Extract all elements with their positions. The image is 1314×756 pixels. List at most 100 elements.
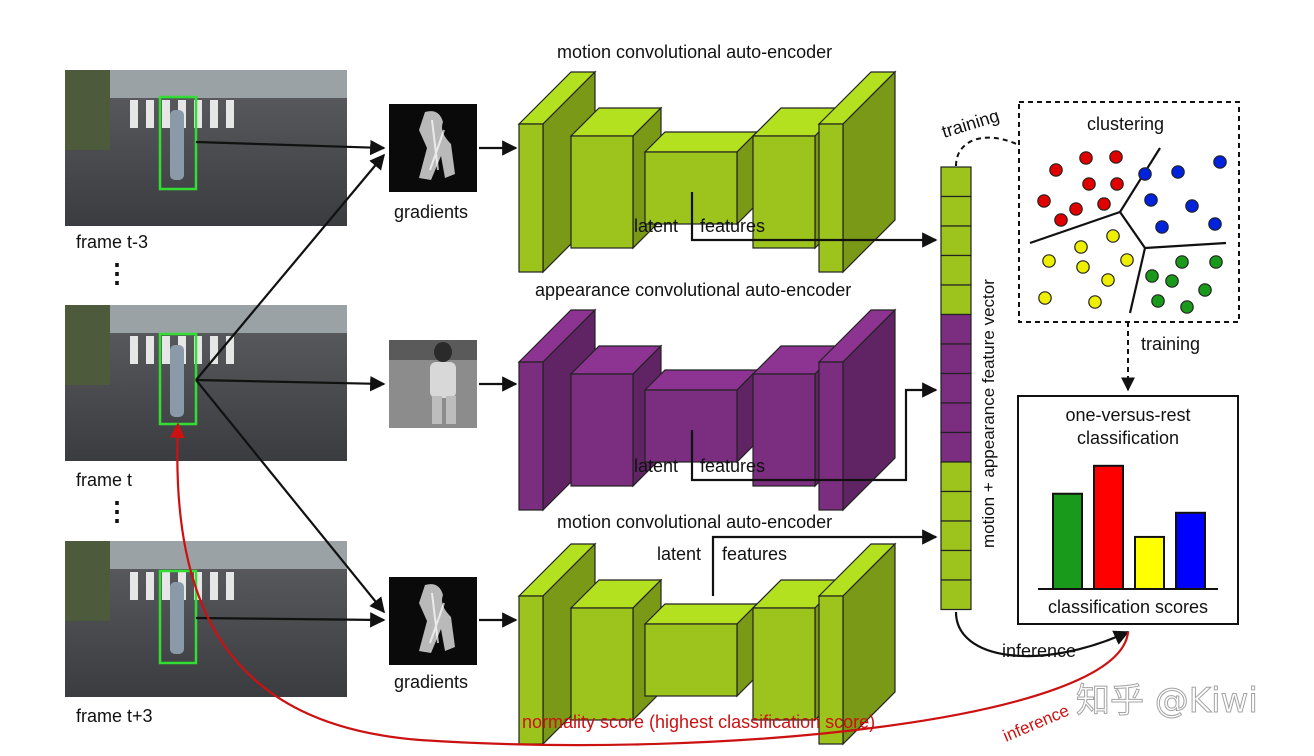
classification-bars [1052, 464, 1206, 590]
cluster-point [1175, 255, 1189, 269]
feature-cell [940, 549, 972, 581]
cluster-point [1101, 273, 1115, 287]
score-bar [1093, 464, 1124, 590]
motion-autoencoder-bottom [517, 542, 897, 746]
encoder-block-3 [643, 602, 759, 698]
classification-scores-label: classification scores [1048, 597, 1208, 617]
score-bar [1175, 511, 1206, 590]
gradient-patch-top [389, 104, 477, 192]
feature-cell [940, 520, 972, 552]
cluster-point [1049, 163, 1063, 177]
feature-cell [940, 372, 972, 404]
motion-encoder-title-top: motion convolutional auto-encoder [557, 42, 832, 62]
cluster-point [1088, 295, 1102, 309]
latent-label-mid: latent [634, 456, 678, 476]
inference-label: inference [1002, 641, 1076, 661]
gradients-label-bottom: gradients [394, 672, 468, 692]
cluster-point [1042, 254, 1056, 268]
clustering-title: clustering [1087, 114, 1164, 134]
cluster-point [1144, 193, 1158, 207]
cluster-point [1155, 220, 1169, 234]
feature-cell [940, 313, 972, 345]
cluster-point [1038, 291, 1052, 305]
appearance-patch [389, 340, 477, 428]
frame-label-t-minus-3: frame t-3 [76, 232, 148, 252]
feature-cell [940, 284, 972, 316]
cluster-point [1185, 199, 1199, 213]
appearance-encoder-title: appearance convolutional auto-encoder [535, 280, 851, 300]
feature-cell [940, 166, 972, 198]
encoder-block-3 [643, 130, 759, 226]
score-bar [1052, 492, 1083, 590]
latent-feature-arrows [690, 192, 938, 596]
encoder-block-3 [643, 368, 759, 464]
classification-title-line1: one-versus-rest [1065, 405, 1190, 425]
encoder-block-5 [817, 542, 897, 746]
cluster-point [1069, 202, 1083, 216]
features-label-mid: features [700, 456, 765, 476]
frame-t [65, 305, 347, 461]
cluster-point [1074, 240, 1088, 254]
cluster-point [1213, 155, 1227, 169]
features-label-top: features [700, 216, 765, 236]
feature-cell [940, 490, 972, 522]
inference-arrow [954, 611, 1130, 658]
encoder-block-5 [817, 70, 897, 274]
ellipsis-dots-lower: ⋮ [104, 496, 130, 526]
normality-score-arrow [169, 422, 1130, 747]
cluster-point [1037, 194, 1051, 208]
feature-cell [940, 195, 972, 227]
cluster-point [1171, 165, 1185, 179]
cluster-point [1165, 274, 1179, 288]
inference-red-label: inference [1000, 701, 1072, 746]
cluster-point [1054, 213, 1068, 227]
patch-to-encoder-arrows [479, 140, 518, 628]
score-bar [1134, 535, 1165, 590]
feature-vector-column [940, 166, 972, 611]
cluster-point [1097, 197, 1111, 211]
feature-cell [940, 431, 972, 463]
cluster-points [1037, 150, 1227, 314]
latent-label-bottom: latent [657, 544, 701, 564]
gradient-patch-bottom [389, 577, 477, 665]
training-label-bottom: training [1141, 334, 1200, 354]
motion-autoencoder-top [517, 70, 897, 274]
cluster-boundaries [1029, 147, 1227, 314]
feature-cell [940, 225, 972, 257]
cluster-point [1208, 217, 1222, 231]
feature-cell [940, 343, 972, 375]
feature-cell [940, 402, 972, 434]
cluster-point [1109, 150, 1123, 164]
feature-cell [940, 461, 972, 493]
motion-encoder-title-bottom: motion convolutional auto-encoder [557, 512, 832, 532]
latent-label-top: latent [634, 216, 678, 236]
cluster-point [1079, 151, 1093, 165]
cluster-point [1138, 167, 1152, 181]
feature-cell [940, 254, 972, 286]
cluster-point [1076, 260, 1090, 274]
watermark: 知乎 @Kiwi [1076, 681, 1258, 721]
normality-score-label: normality score (highest classification … [522, 712, 875, 732]
features-label-bottom: features [722, 544, 787, 564]
gradients-label-top: gradients [394, 202, 468, 222]
ellipsis-dots-upper: ⋮ [104, 258, 130, 288]
training-label-top: training [939, 105, 1001, 141]
cluster-point [1110, 177, 1124, 191]
frame-t-minus-3 [65, 70, 347, 226]
cluster-point [1209, 255, 1223, 269]
cluster-point [1120, 253, 1134, 267]
cluster-point [1082, 177, 1096, 191]
frame-to-patch-arrows [195, 139, 386, 628]
feature-cell [940, 579, 972, 611]
encoder-block-5 [817, 308, 897, 512]
feature-vector-label: motion + appearance feature vector [979, 279, 998, 548]
frame-label-t: frame t [76, 470, 132, 490]
cluster-point [1180, 300, 1194, 314]
cluster-point [1198, 283, 1212, 297]
cluster-point [1106, 229, 1120, 243]
frame-label-t-plus-3: frame t+3 [76, 706, 153, 726]
cluster-point [1145, 269, 1159, 283]
bbox-frame-t-plus-3 [158, 569, 198, 665]
